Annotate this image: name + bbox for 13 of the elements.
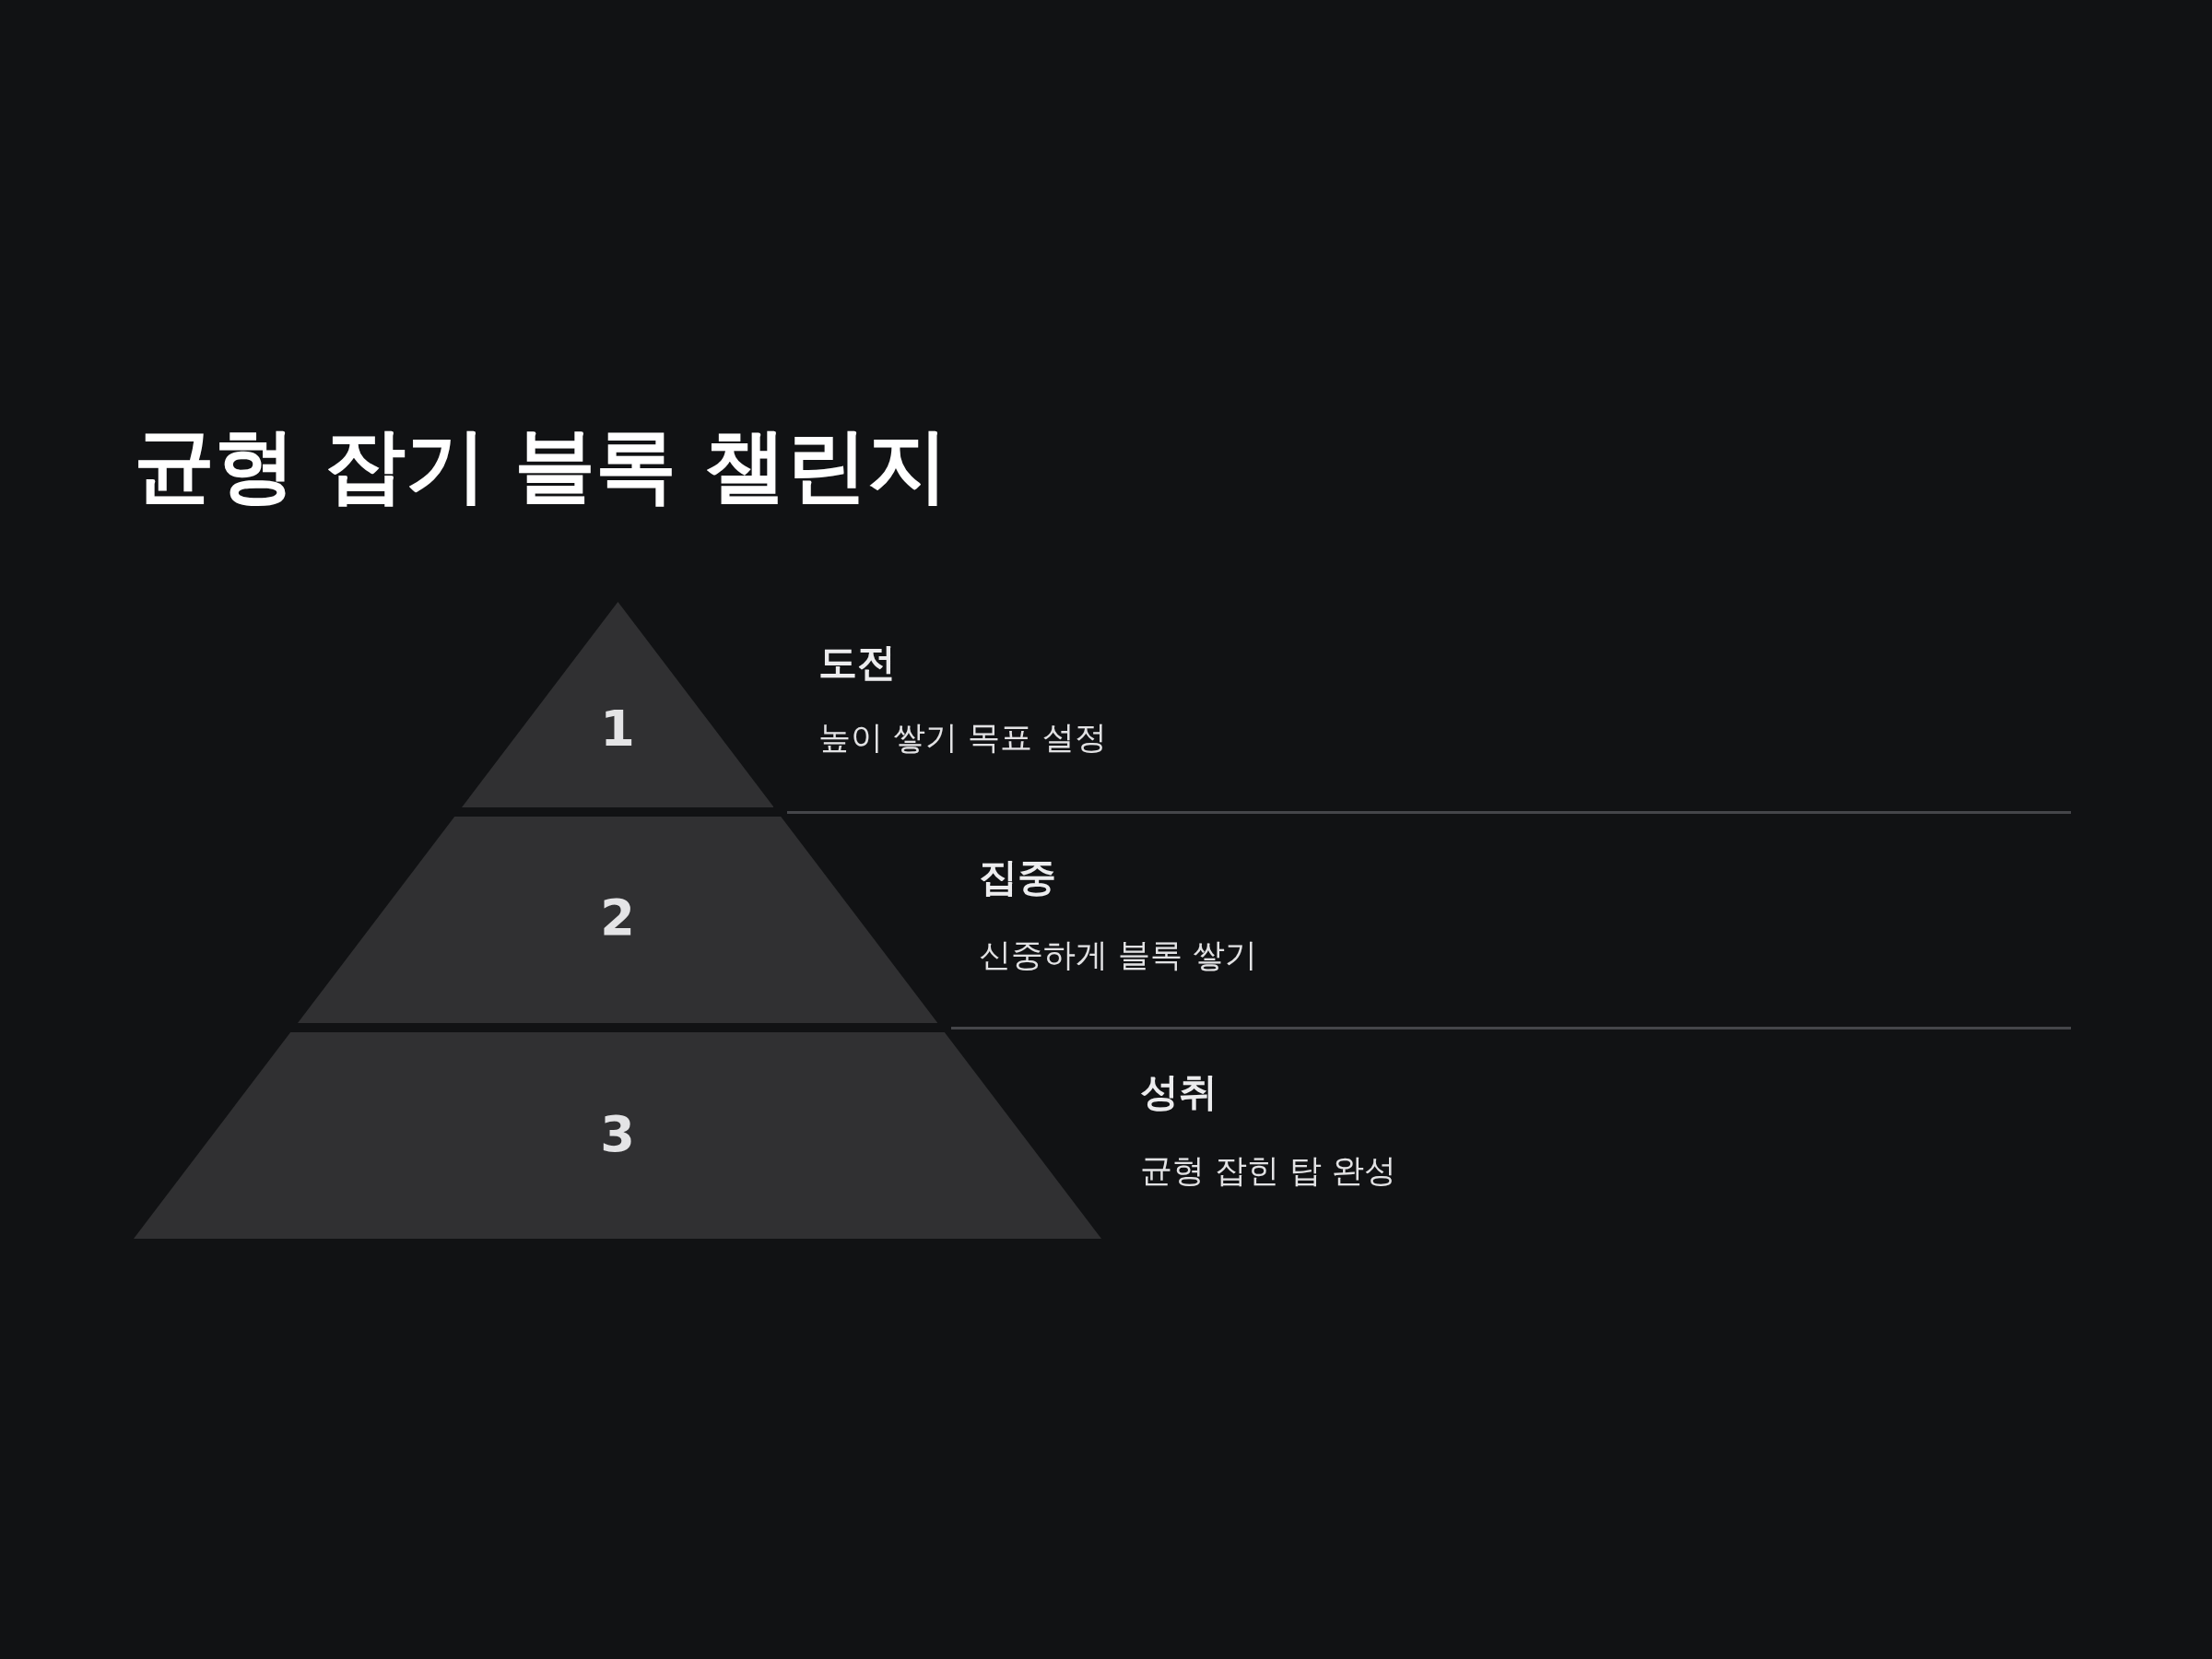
pyramid-tier — [134, 1032, 1101, 1239]
tier-heading: 도전 — [818, 639, 896, 687]
tier-heading: 집중 — [979, 853, 1056, 901]
pyramid-tier — [461, 602, 774, 807]
tier-heading: 성취 — [1140, 1068, 1218, 1116]
tier-number: 1 — [600, 699, 635, 759]
tier-description: 균형 잡힌 탑 완성 — [1140, 1151, 1397, 1190]
tier-number: 2 — [600, 888, 635, 948]
tier-description: 높이 쌓기 목표 설정 — [818, 718, 1108, 757]
page-title: 균형 잡기 블록 챌린지 — [134, 417, 948, 514]
pyramid-tier — [297, 817, 938, 1023]
tier-description: 신중하게 블록 쌓기 — [979, 935, 1258, 974]
tier-number: 3 — [600, 1104, 635, 1165]
